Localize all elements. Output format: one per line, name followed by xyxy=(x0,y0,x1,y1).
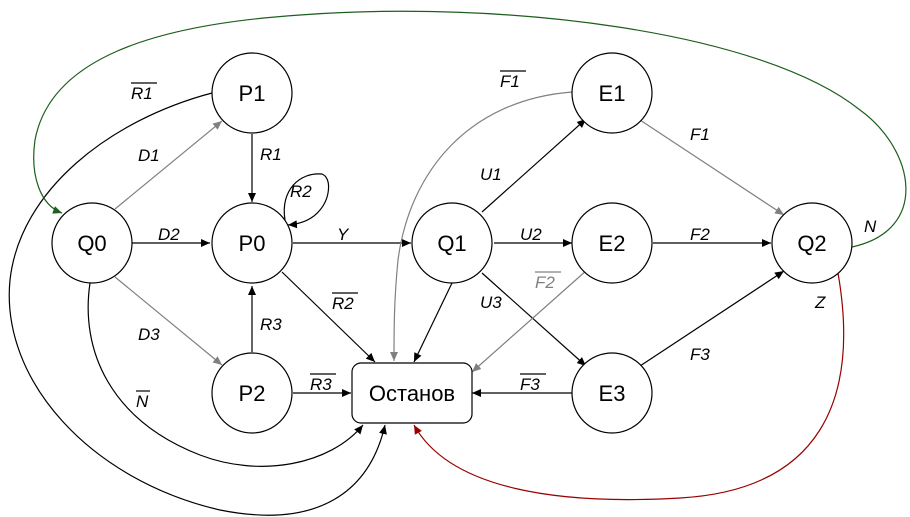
node-e1-label: E1 xyxy=(599,81,626,106)
label-p1-p0: R1 xyxy=(260,145,282,164)
edge-q1-e1 xyxy=(481,118,587,213)
node-e2: E2 xyxy=(571,202,653,284)
node-e3-label: E3 xyxy=(599,381,626,406)
label-q2-stop: Z xyxy=(814,293,826,312)
edge-e3-q2 xyxy=(639,270,785,367)
node-q2-label: Q2 xyxy=(797,231,826,256)
node-q2: Q2 xyxy=(771,202,853,284)
node-p2: P2 xyxy=(211,352,293,434)
label-e1-stop: F1 xyxy=(500,72,520,91)
edge-labels: R1 D1 D2 D3 N R1 R2 Y R2 R3 R3 F1 U1 U2 … xyxy=(131,70,877,411)
label-e2-stop: F2 xyxy=(535,273,555,292)
node-p0: P0 xyxy=(211,202,293,284)
node-stop-label: Останов xyxy=(369,381,455,406)
label-e2-q2: F2 xyxy=(690,225,710,244)
node-p1: P1 xyxy=(211,52,293,134)
label-p1-q0: R1 xyxy=(131,84,153,103)
label-e3-q2: F3 xyxy=(690,345,710,364)
node-p2-label: P2 xyxy=(239,381,266,406)
edge-q0-stop xyxy=(87,282,364,467)
node-stop: Останов xyxy=(351,362,473,424)
label-q1-e3: U3 xyxy=(480,293,502,312)
edge-p0-self xyxy=(283,173,330,229)
node-e2-label: E2 xyxy=(599,231,626,256)
label-q1-e1: U1 xyxy=(480,165,502,184)
node-q1-label: Q1 xyxy=(437,231,466,256)
label-q0-stop: N xyxy=(136,392,149,411)
label-q0-p0: D2 xyxy=(158,225,180,244)
node-e1: E1 xyxy=(571,52,653,134)
node-e3: E3 xyxy=(571,352,653,434)
edge-q0-p2 xyxy=(114,276,223,366)
edge-q1-e3 xyxy=(481,272,587,367)
edge-q0-p1 xyxy=(114,120,223,210)
nodes: Q0 P1 P0 P2 Q1 E1 E2 E3 xyxy=(51,52,853,434)
node-q0-label: Q0 xyxy=(77,231,106,256)
edge-e1-stop xyxy=(390,91,573,362)
label-p0-self: R2 xyxy=(290,182,312,201)
edges xyxy=(8,10,907,516)
edge-p0-stop xyxy=(281,271,376,363)
node-q1: Q1 xyxy=(411,202,493,284)
label-p2-p0: R3 xyxy=(260,315,282,334)
edge-p1-stop xyxy=(8,92,387,516)
label-q0-p2: D3 xyxy=(138,325,160,344)
node-p1-label: P1 xyxy=(239,81,266,106)
edge-e2-stop xyxy=(471,269,588,373)
label-p2-stop: R3 xyxy=(310,375,332,394)
edge-e1-q2 xyxy=(639,119,785,216)
label-q0-p1: D1 xyxy=(138,146,160,165)
label-e1-q2: F1 xyxy=(690,125,710,144)
edge-q2-q0 xyxy=(33,10,907,248)
node-p0-label: P0 xyxy=(239,231,266,256)
label-q1-e2: U2 xyxy=(520,225,542,244)
label-e3-stop: F3 xyxy=(520,375,540,394)
edge-q1-stop xyxy=(413,282,453,363)
label-p0-stop: R2 xyxy=(332,294,354,313)
label-p0-q1: Y xyxy=(337,225,350,244)
label-q2-q0: N xyxy=(864,217,877,236)
edge-q2-stop xyxy=(413,272,845,501)
node-q0: Q0 xyxy=(51,202,133,284)
